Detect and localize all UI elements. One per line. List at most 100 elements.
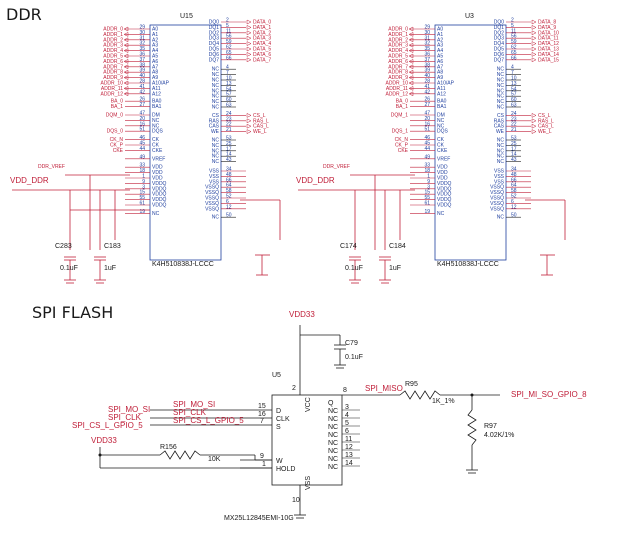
pin-number: 39 <box>424 68 430 74</box>
pin-name: A11 <box>437 86 446 92</box>
pin-name: A12 <box>152 91 161 97</box>
pin-name: CKE <box>152 148 163 154</box>
pin-number: 10 <box>226 76 232 82</box>
net-flag <box>123 85 129 91</box>
pin-name: NC <box>152 118 160 124</box>
net-flag <box>408 53 414 59</box>
net-label: WE_L <box>538 129 552 135</box>
pin-number: 5 <box>226 23 229 29</box>
net-label: RAS_L <box>538 118 554 124</box>
r97-val: 4.02K/1% <box>484 432 514 439</box>
net-flag <box>246 46 252 52</box>
pin-number: 40 <box>139 73 145 79</box>
pin-name: NC <box>497 72 505 78</box>
net-label: ADDR_5 <box>103 54 123 60</box>
pin-number: 19 <box>424 209 430 215</box>
net-label: BA_1 <box>111 104 123 110</box>
pin-name: NC <box>212 72 220 78</box>
pin-number: 11 <box>511 28 516 34</box>
pin-name: A5 <box>152 54 158 60</box>
pin-number: 10 <box>511 76 517 82</box>
u5-pin-s: S <box>276 424 281 431</box>
pin-number: 45 <box>139 141 145 147</box>
net-label: DATA_3 <box>253 36 271 42</box>
pin-name: NC <box>212 159 220 165</box>
pin-name: A8 <box>437 70 443 76</box>
pin-number: 33 <box>424 163 430 169</box>
pin-number: 57 <box>511 92 517 98</box>
net-label: ADDR_11 <box>386 86 408 92</box>
pin-name: NC <box>212 94 220 100</box>
pin-number: 65 <box>226 50 232 56</box>
net-flag <box>246 51 252 57</box>
u5-pin-16: 16 <box>258 411 266 418</box>
r156-val: 10K <box>208 456 221 463</box>
pin-name: DQS <box>437 129 449 135</box>
pin-name: NC <box>437 118 445 124</box>
pin-name: VDDQ <box>437 203 452 209</box>
pin-number: 35 <box>424 46 430 52</box>
pin-name: NC <box>497 78 505 84</box>
net-label: DATA_13 <box>538 47 559 53</box>
pin-number: 31 <box>424 35 430 41</box>
pin-name: A7 <box>437 64 443 70</box>
pin-name: VSSQ <box>490 185 504 191</box>
pin-number: 13 <box>345 452 353 459</box>
pin-name: NC <box>437 211 445 217</box>
pin-number: 32 <box>139 41 145 47</box>
pin-number: 53 <box>226 136 232 142</box>
u5-part: MX25L12845EMI-10G <box>224 515 294 522</box>
u5-q-label: Q <box>328 400 334 407</box>
pin-name: VSSQ <box>490 196 504 202</box>
pin-number: 52 <box>226 194 232 200</box>
u5-vcc-pin: 2 <box>292 385 296 392</box>
net-label: ADDR_10 <box>385 81 408 87</box>
pin-number: 7 <box>226 70 229 76</box>
pin-number: 11 <box>226 28 231 34</box>
pin-name: NC <box>212 154 220 160</box>
net-flag <box>531 19 537 25</box>
cap-c183-ref: C183 <box>104 243 121 250</box>
pin-number: 2 <box>511 18 514 24</box>
pin-name: VSSQ <box>490 206 504 212</box>
u5-pin-hold: HOLD <box>276 466 295 473</box>
pin-name: CK <box>437 143 445 149</box>
net-label: DATA_1 <box>253 25 271 31</box>
cap-c174-ref: C174 <box>340 243 357 250</box>
nc-label: NC <box>328 448 338 455</box>
pin-name: DQ4 <box>494 41 505 47</box>
pin-number: 53 <box>511 136 517 142</box>
net-label: ADDR_4 <box>388 48 408 54</box>
net-label: CS_L <box>538 113 551 119</box>
spi-cs-int: SPI_CS_L_GPIO_5 <box>173 416 244 425</box>
pin-number: 47 <box>424 111 430 117</box>
pin-name: NC <box>497 99 505 105</box>
pin-name: VDDQ <box>437 197 452 203</box>
spi-mosi-int: SPI_MO_SI <box>173 400 215 409</box>
net-label: CS_L <box>253 113 266 119</box>
u5-pin-w: W <box>276 458 283 465</box>
pin-name: A0 <box>152 27 158 33</box>
pin-number: 1 <box>142 174 145 180</box>
spi-vdd33-top: VDD33 <box>289 310 315 319</box>
pin-number: 41 <box>424 84 430 90</box>
net-label: CKE <box>113 148 124 154</box>
pin-number: 63 <box>511 103 517 109</box>
pin-name: NC <box>152 211 160 217</box>
pin-name: NC <box>212 143 220 149</box>
pin-name: A3 <box>152 43 158 49</box>
spi-cs-ext: SPI_CS_L_GPIO_5 <box>72 421 143 430</box>
cap-c174-val: 0.1uF <box>345 265 363 272</box>
pin-number: 42 <box>424 89 430 95</box>
pin-number: 21 <box>511 127 517 133</box>
pin-number: 13 <box>226 81 232 87</box>
u15-ref: U15 <box>180 13 193 20</box>
net-label: ADDR_3 <box>103 43 123 49</box>
pin-name: VDDQ <box>152 192 167 198</box>
pin-name: A7 <box>152 64 158 70</box>
net-flag <box>246 118 252 124</box>
pin-name: BA0 <box>437 99 447 105</box>
pin-name: DQ6 <box>209 52 220 58</box>
pin-name: NC <box>497 94 505 100</box>
nc-label: NC <box>328 416 338 423</box>
